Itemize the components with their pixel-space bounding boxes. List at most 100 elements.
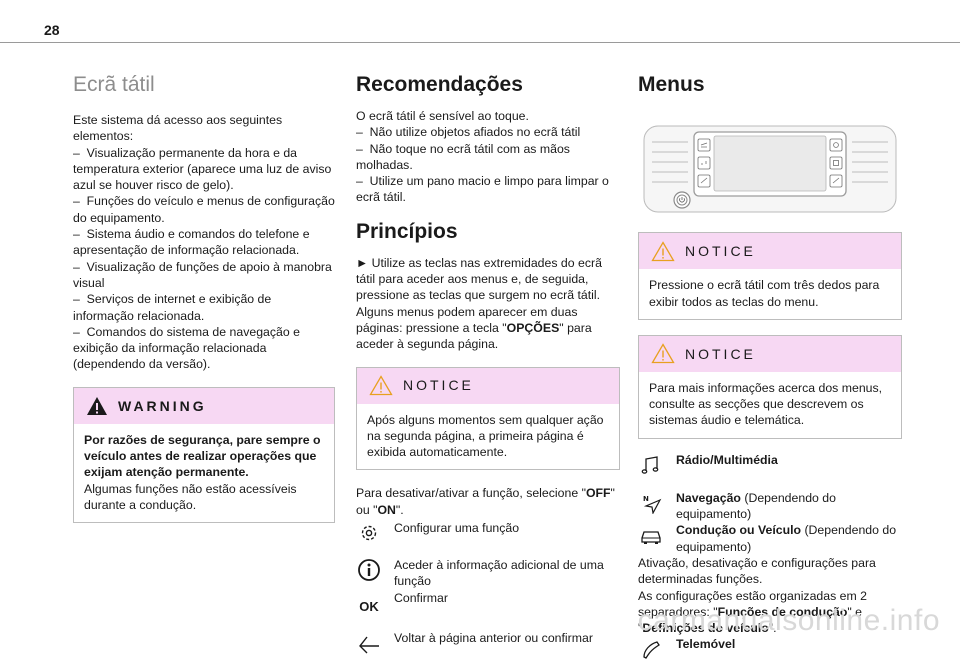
toggle-pre: Para desativar/ativar a função, selecion…	[356, 486, 586, 501]
power-icon	[679, 197, 685, 203]
notice-body: Para mais informações acerca dos menus, …	[639, 372, 901, 438]
gear-icon	[361, 525, 377, 541]
configure-text: Configurar uma função	[394, 521, 520, 536]
nav-bold: Navegação	[676, 490, 741, 505]
navigation-arrow-icon-wrap: N	[638, 490, 664, 516]
drive-rest: (Dependendo do equipamento)	[676, 523, 897, 554]
toggle-post: ".	[395, 502, 404, 517]
car-icon	[641, 531, 661, 545]
section-title-principles: Princípios	[356, 219, 458, 243]
tab-vehicle-settings: Definições do veículo	[642, 621, 769, 636]
warning-text: Algumas funções não estão acessíveis dur…	[84, 481, 297, 512]
navigation-arrow-icon: N	[643, 495, 662, 514]
notice-body: Pressione o ecrã tátil com três dedos pa…	[639, 269, 901, 319]
back-arrow-icon-wrap	[356, 630, 382, 656]
on-key: ON	[377, 502, 396, 517]
options-key: OPÇÕES	[506, 320, 560, 335]
toggle-text: Para desativar/ativar a função, selecion…	[356, 485, 620, 518]
tabs-pre: As configurações estão organizadas em 2 …	[638, 588, 867, 619]
notice-box: NOTICE Após alguns momentos sem qualquer…	[356, 366, 620, 471]
driving-description: Ativação, desativação e configurações pa…	[638, 555, 876, 587]
menu-navigation-row: N Navegação (Dependendo do equipamento)	[638, 490, 902, 523]
list-item: – Não utilize objetos afiados no ecrã tá…	[356, 125, 581, 140]
notice-triangle-icon	[651, 343, 675, 364]
column-recommendations: Recomendações O ecrã tátil é sensível ao…	[356, 72, 620, 656]
notice-label: NOTICE	[685, 345, 756, 362]
menu-driving-text: Condução ou Veículo (Dependendo do equip…	[676, 522, 902, 555]
back-arrow-icon	[359, 636, 379, 654]
intro-text: Este sistema dá acesso aos seguintes ele…	[73, 113, 283, 144]
back-text: Voltar à página anterior ou confirmar	[394, 630, 593, 645]
drive-bold: Condução ou Veículo	[676, 523, 802, 538]
principles-pre: ► Utilize as teclas nas extremidades do …	[356, 255, 602, 335]
list-item: – Utilize um pano macio e limpo para lim…	[356, 174, 613, 205]
phone-icon-wrap	[638, 636, 664, 662]
menu-phone-text: Telemóvel	[676, 637, 736, 652]
list-item: – Sistema áudio e comandos do telefone e…	[73, 227, 313, 258]
notice-label: NOTICE	[403, 377, 474, 394]
list-item: – Visualização de funções de apoio à man…	[73, 259, 336, 290]
notice-box: NOTICE Pressione o ecrã tátil com três d…	[638, 232, 902, 320]
section-title-touchscreen: Ecrã tátil	[73, 73, 155, 96]
phone-icon	[643, 641, 660, 660]
back-row: Voltar à página anterior ou confirmar	[356, 630, 620, 656]
menu-radio-text: Rádio/Multimédia	[676, 452, 778, 467]
list-item: – Visualização permanente da hora e da t…	[73, 145, 335, 193]
svg-text:N: N	[643, 495, 649, 503]
notice-text: Para mais informações acerca dos menus, …	[649, 380, 883, 428]
section-title-recommendations: Recomendações	[356, 73, 523, 96]
list-item: – Serviços de internet e exibição de inf…	[73, 292, 275, 323]
page-number: 28	[44, 22, 60, 38]
touchscreen-illustration	[643, 125, 897, 213]
warning-header: WARNING	[74, 387, 334, 424]
warning-box: WARNING Por razões de segurança, pare se…	[73, 386, 335, 524]
nav-rest: (Dependendo do equipamento)	[676, 490, 836, 522]
rec-intro: O ecrã tátil é sensível ao toque.	[356, 109, 529, 123]
music-note-icon-wrap	[638, 452, 664, 478]
off-key: OFF	[585, 486, 611, 501]
info-text: Aceder à informação adicional de uma fun…	[394, 558, 604, 589]
notice-box: NOTICE Para mais informações acerca dos …	[638, 334, 902, 439]
tabs-mid: " e "	[638, 604, 863, 636]
notice-triangle-icon	[651, 241, 675, 261]
principles-post: " para aceder à segunda página.	[356, 320, 592, 352]
confirm-row: OK Confirmar	[356, 590, 620, 616]
tab-driving-functions: Funções de condução	[717, 604, 848, 619]
warning-bold-text: Por razões de segurança, pare sempre o v…	[84, 432, 321, 480]
notice-text: Após alguns momentos sem qualquer ação n…	[367, 412, 604, 460]
confirm-text: Confirmar	[394, 590, 448, 605]
notice-body: Após alguns momentos sem qualquer ação n…	[357, 404, 619, 470]
tabs-text: As configurações estão organizadas em 2 …	[638, 588, 902, 637]
music-note-icon	[641, 456, 659, 474]
car-icon-wrap	[638, 522, 664, 548]
menu-navigation-text: Navegação (Dependendo do equipamento)	[676, 490, 902, 523]
column-touchscreen: Ecrã tátil Este sistema dá acesso aos se…	[73, 72, 339, 524]
menu-radio-row: Rádio/Multimédia	[638, 452, 902, 478]
section-title-menus: Menus	[638, 73, 705, 96]
column-menus: Menus NOTICE	[638, 72, 902, 662]
info-icon	[358, 559, 380, 581]
info-row: Aceder à informação adicional de uma fun…	[356, 557, 620, 590]
info-icon-wrap	[356, 557, 382, 583]
menu-phone-row: Telemóvel	[638, 636, 902, 662]
notice-triangle-icon	[369, 375, 393, 396]
watermark: carmanualsonline.info	[637, 604, 940, 637]
ok-icon: OK	[359, 599, 379, 615]
configure-row: Configurar uma função	[356, 520, 620, 546]
tabs-post: ".	[768, 621, 777, 636]
notice-header: NOTICE	[639, 335, 901, 372]
header-rule	[0, 42, 960, 43]
notice-text: Pressione o ecrã tátil com três dedos pa…	[649, 278, 880, 309]
notice-header: NOTICE	[639, 233, 901, 270]
list-item: – Não toque no ecrã tátil com as mãos mo…	[356, 141, 574, 172]
gear-icon-wrap	[356, 520, 382, 546]
warning-body: Por razões de segurança, pare sempre o v…	[74, 424, 334, 522]
notice-header: NOTICE	[357, 367, 619, 404]
warning-label: WARNING	[118, 397, 207, 414]
list-item: – Funções do veículo e menus de configur…	[73, 194, 339, 225]
list-item: – Comandos do sistema de navegação e exi…	[73, 324, 304, 372]
principles-text: ► Utilize as teclas nas extremidades do …	[356, 255, 620, 353]
notice-label: NOTICE	[685, 243, 756, 260]
toggle-mid: " ou "	[356, 486, 615, 517]
warning-triangle-icon	[87, 396, 107, 415]
